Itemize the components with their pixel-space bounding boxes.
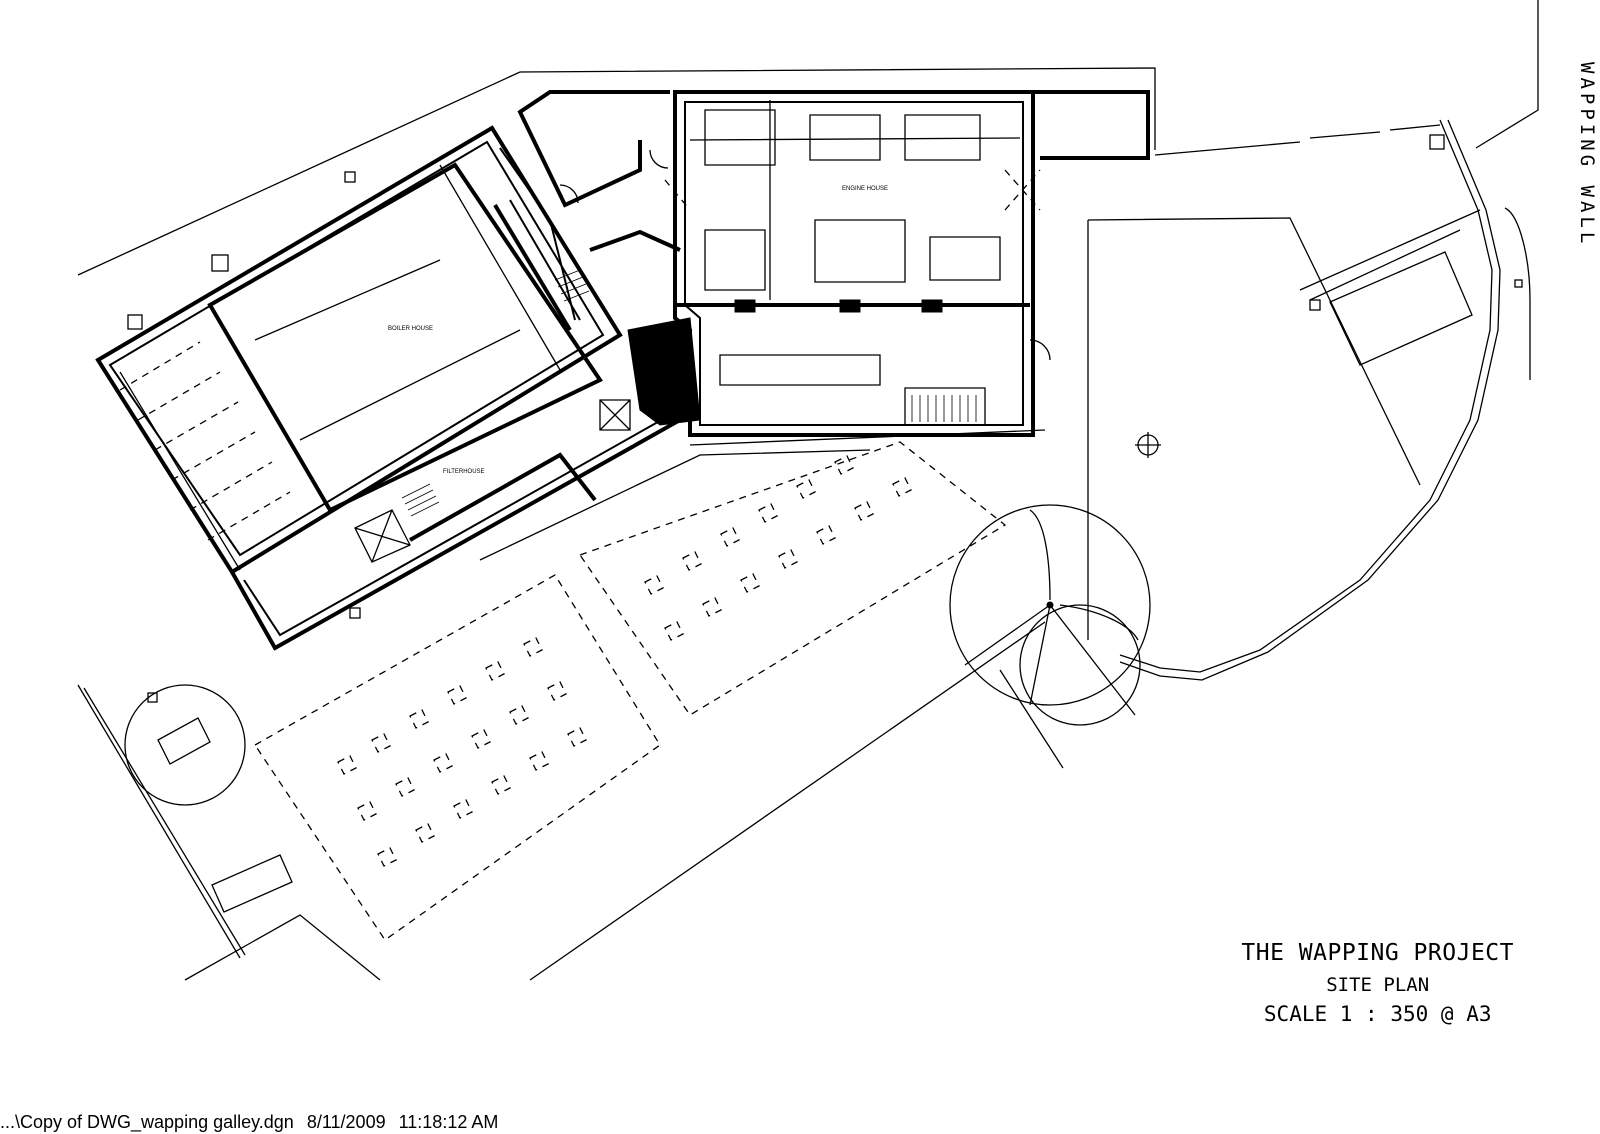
plot-date: 8/11/2009 [306, 1112, 386, 1132]
title-block: THE WAPPING PROJECT SITE PLAN SCALE 1 : … [1241, 940, 1514, 1028]
landscape-features [124, 432, 1161, 913]
plot-footer: ...\Copy of DWG_wapping galley.dgn 8/11/… [0, 1112, 506, 1133]
courtyard-layout [254, 441, 1007, 941]
engine-house-walls [517, 90, 1150, 437]
room-label-filterhouse: FILTERHOUSE [443, 469, 485, 475]
project-title: THE WAPPING PROJECT [1241, 940, 1514, 966]
stairs-and-lifts [354, 149, 1051, 563]
room-label-engine-house: ENGINE HOUSE [842, 186, 888, 192]
site-bollards [127, 134, 1523, 703]
sheet-title: SITE PLAN [1326, 973, 1430, 996]
street-label: WAPPING WALL [1576, 62, 1598, 248]
site-context-lines [77, 0, 1539, 981]
plot-time: 11:18:12 AM [398, 1112, 499, 1132]
boiler-house-walls [95, 125, 683, 651]
room-label-boiler-house: BOILER HOUSE [388, 326, 433, 332]
scale-note: SCALE 1 : 350 @ A3 [1263, 1002, 1492, 1027]
file-path: ...\Copy of DWG_wapping galley.dgn [0, 1112, 294, 1132]
